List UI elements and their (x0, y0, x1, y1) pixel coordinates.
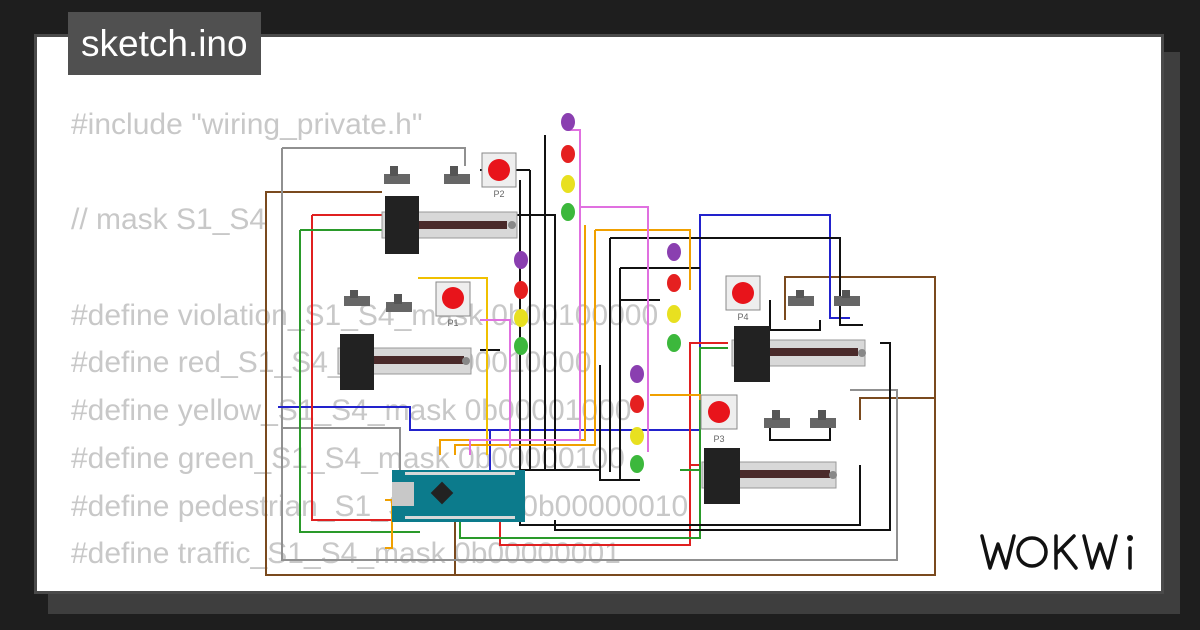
code-line: #define violation_S1_S4_mask 0b00100000 (71, 298, 659, 332)
slide-potentiometer (337, 334, 472, 390)
preview-card: #include "wiring_private.h" // mask S1_S… (34, 34, 1164, 594)
arduino-nano-board (392, 470, 525, 522)
slide-potentiometer (731, 326, 866, 382)
code-line: // mask S1_S4 (71, 203, 267, 237)
pushbutton-icon: P2 (481, 152, 517, 199)
button-label: P4 (737, 312, 748, 322)
slide-switch (344, 166, 860, 428)
button-label: P2 (493, 189, 504, 199)
slide-potentiometer (381, 196, 518, 254)
pushbutton-icon: P4 (725, 275, 761, 322)
button-label: P1 (447, 318, 458, 328)
pushbutton-icon: P3 (700, 394, 738, 444)
code-line: #include "wiring_private.h" (71, 108, 423, 141)
led-icon (514, 113, 681, 473)
code-line: #define traffic_S1_S4_mask 0b00000001 (71, 537, 621, 571)
wokwi-logo (980, 534, 1133, 570)
button-label: P3 (713, 434, 724, 444)
file-title: sketch.ino (68, 12, 261, 75)
code-line: #define pedestrian_S1_S4_mask 0b00000010 (71, 489, 689, 523)
pushbutton-icon: P1 (435, 281, 471, 328)
slide-potentiometer (701, 448, 837, 504)
